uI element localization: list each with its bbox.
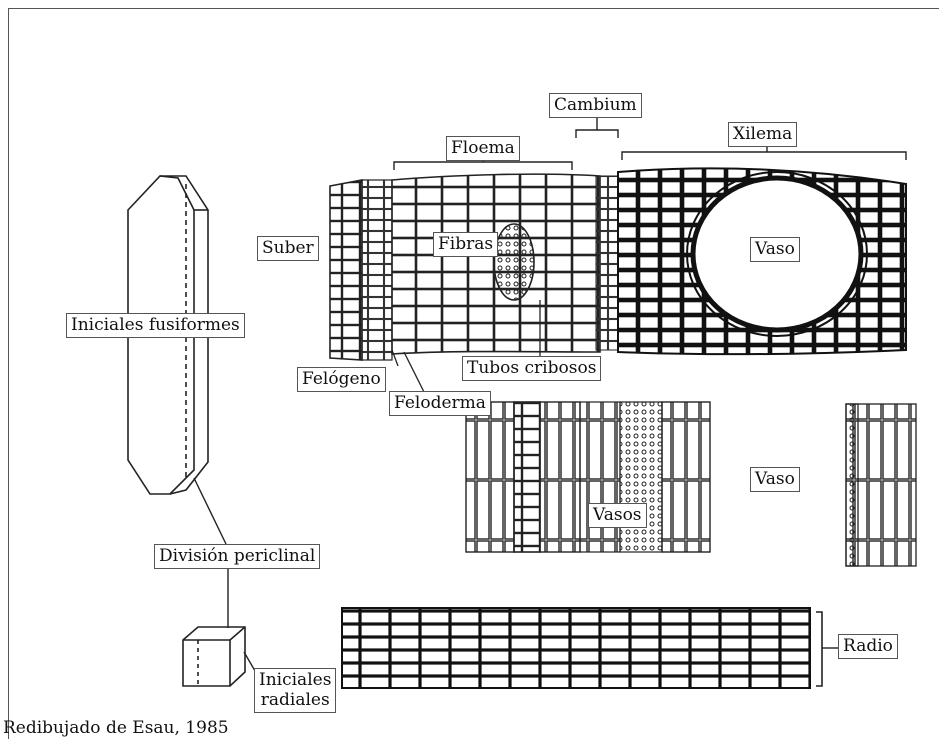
label-vaso-top: Vaso bbox=[750, 237, 800, 262]
label-xilema: Xilema bbox=[728, 122, 797, 147]
label-division-periclinal: División periclinal bbox=[154, 544, 320, 569]
label-iniciales-radiales-line1: Iniciales bbox=[259, 670, 331, 690]
label-radio: Radio bbox=[838, 634, 898, 659]
label-suber: Suber bbox=[257, 236, 319, 261]
label-feloderma: Feloderma bbox=[389, 391, 491, 416]
leader-lines-left bbox=[194, 478, 258, 676]
label-tubos-cribosos: Tubos cribosos bbox=[462, 356, 601, 381]
label-iniciales-radiales: Iniciales radiales bbox=[254, 668, 336, 713]
label-vaso-mid: Vaso bbox=[750, 467, 800, 492]
label-vasos: Vasos bbox=[588, 503, 647, 528]
label-iniciales-fusiformes: Iniciales fusiformes bbox=[66, 313, 245, 338]
longitudinal-section bbox=[466, 402, 916, 566]
label-felogeno: Felógeno bbox=[297, 367, 386, 392]
radial-initial-shape bbox=[183, 627, 245, 686]
transverse-section bbox=[330, 168, 906, 360]
label-fibras: Fibras bbox=[433, 232, 498, 257]
ray-section bbox=[342, 608, 838, 688]
credit-caption: Redibujado de Esau, 1985 bbox=[3, 718, 229, 738]
label-floema: Floema bbox=[446, 136, 520, 161]
label-iniciales-radiales-line2: radiales bbox=[259, 690, 331, 710]
label-cambium: Cambium bbox=[549, 93, 642, 118]
